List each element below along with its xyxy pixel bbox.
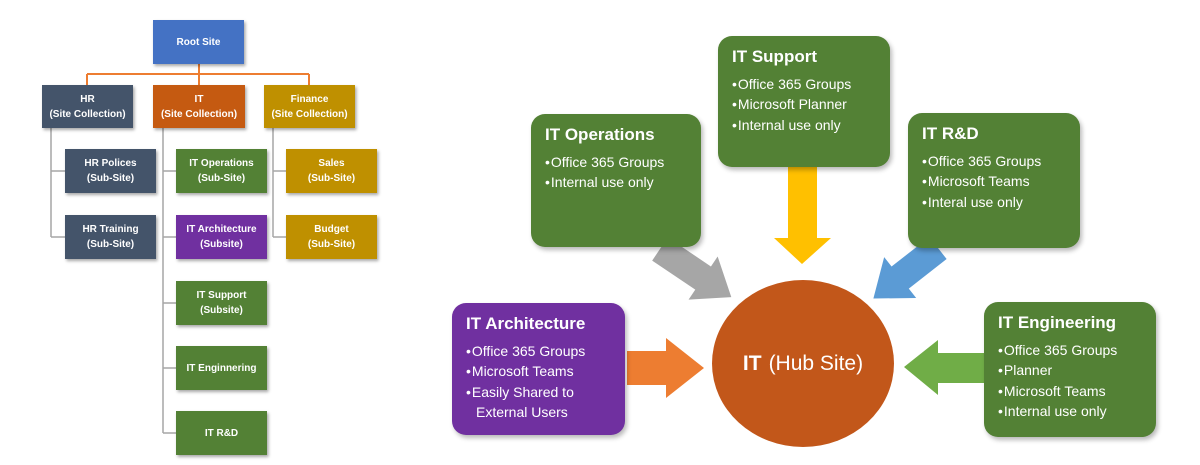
tree-box-name: Root Site (176, 36, 221, 48)
tree-box-hr-collection: HR (Site Collection) (42, 85, 133, 128)
finance-subsites-connector (272, 128, 286, 238)
tree-box-name: IT Support (196, 290, 247, 301)
tree-box-name: IT (194, 93, 204, 105)
spoke-bullet: Office 365 Groups (545, 152, 691, 172)
tree-box-it-rd: IT R&D (176, 411, 267, 455)
tree-box-type: (Subsite) (200, 305, 243, 316)
spoke-box-it-architecture: IT Architecture Office 365 Groups Micros… (452, 303, 625, 435)
tree-box-type: (Sub-Site) (307, 239, 356, 250)
spoke-box-it-engineering: IT Engineering Office 365 Groups Planner… (984, 302, 1156, 437)
tree-box-it-enginnering: IT Enginnering (176, 346, 267, 390)
tree-box-finance-collection: Finance (Site Collection) (264, 85, 355, 128)
hub-label-bold: IT (742, 351, 762, 375)
spoke-bullet: Easily Shared to External Users (466, 382, 615, 423)
tree-box-type: (Sub-Site) (197, 173, 246, 184)
arrow-it-rd-to-hub (873, 236, 947, 299)
it-subsites-connector (162, 128, 176, 434)
tree-box-type: (Site Collection) (271, 108, 348, 120)
spoke-bullet: Interal use only (922, 192, 1070, 212)
spoke-box-it-operations: IT Operations Office 365 Groups Internal… (531, 114, 701, 247)
tree-box-name: IT Enginnering (186, 362, 257, 374)
tree-box-name: HR (80, 93, 95, 105)
tree-box-name: HR Polices (84, 158, 137, 169)
arrow-it-engineering-to-hub (904, 340, 984, 395)
arrow-it-operations-to-hub (652, 237, 732, 300)
spoke-box-title: IT Architecture (466, 314, 586, 333)
tree-box-sales: Sales (Sub-Site) (286, 149, 377, 193)
tree-box-name: Sales (318, 158, 345, 169)
spoke-box-it-rd: IT R&D Office 365 Groups Microsoft Teams… (908, 113, 1080, 248)
tree-box-type: (Site Collection) (160, 108, 238, 120)
spoke-bullet: Microsoft Planner (732, 94, 880, 114)
spoke-bullet: Microsoft Teams (922, 171, 1070, 191)
spoke-bullet-list: Office 365 Groups Planner Microsoft Team… (998, 340, 1146, 421)
tree-box-it-collection: IT (Site Collection) (153, 85, 245, 128)
tree-box-name: IT R&D (204, 427, 239, 439)
tree-box-type: (Subsite) (200, 239, 243, 250)
spoke-box-title: IT Operations (545, 125, 655, 144)
hr-subsites-connector (50, 128, 65, 238)
tree-box-type: (Site Collection) (49, 108, 126, 120)
spoke-bullet: Office 365 Groups (922, 151, 1070, 171)
tree-box-name: Budget (314, 224, 349, 235)
spoke-box-title: IT R&D (922, 124, 979, 143)
tree-box-it-support: IT Support (Subsite) (176, 281, 267, 325)
tree-box-type: (Sub-Site) (86, 173, 135, 184)
spoke-bullet: Internal use only (732, 115, 880, 135)
spoke-bullet: Microsoft Teams (466, 361, 615, 381)
spoke-bullet: Internal use only (998, 401, 1146, 421)
tree-box-name: IT Operations (189, 158, 254, 169)
arrow-it-architecture-to-hub (627, 338, 704, 398)
spoke-bullet: Office 365 Groups (732, 74, 880, 94)
arrow-it-support-to-hub (774, 166, 831, 264)
tree-box-hr-polices: HR Polices (Sub-Site) (65, 149, 156, 193)
hub-circle-it-hub-site: IT (Hub Site) (712, 280, 894, 447)
tree-box-hr-training: HR Training (Sub-Site) (65, 215, 156, 259)
hub-label-rest: (Hub Site) (768, 351, 864, 375)
tree-box-budget: Budget (Sub-Site) (286, 215, 377, 259)
tree-box-it-operations: IT Operations (Sub-Site) (176, 149, 267, 193)
tree-box-it-architecture: IT Architecture (Subsite) (176, 215, 267, 259)
tree-box-type: (Sub-Site) (86, 239, 135, 250)
tree-box-type: (Sub-Site) (307, 173, 356, 184)
tree-box-name: IT Architecture (186, 224, 257, 235)
spoke-box-it-support: IT Support Office 365 Groups Microsoft P… (718, 36, 890, 167)
spoke-bullet: Internal use only (545, 172, 691, 192)
tree-box-name: Finance (290, 93, 329, 105)
spoke-bullet-list: Office 365 Groups Microsoft Planner Inte… (732, 74, 880, 135)
spoke-box-title: IT Engineering (998, 313, 1117, 332)
spoke-box-title: IT Support (732, 47, 817, 66)
spoke-bullet: Microsoft Teams (998, 381, 1146, 401)
spoke-bullet-list: Office 365 Groups Internal use only (545, 152, 691, 193)
spoke-bullet-list: Office 365 Groups Microsoft Teams Intera… (922, 151, 1070, 212)
tree-box-name: HR Training (82, 224, 139, 235)
spoke-bullet-list: Office 365 Groups Microsoft Teams Easily… (466, 341, 615, 422)
spoke-bullet: Planner (998, 360, 1146, 380)
spoke-bullet: Office 365 Groups (998, 340, 1146, 360)
root-to-collections-connector (86, 64, 310, 85)
tree-box-root-site: Root Site (153, 20, 244, 64)
spoke-bullet: Office 365 Groups (466, 341, 615, 361)
